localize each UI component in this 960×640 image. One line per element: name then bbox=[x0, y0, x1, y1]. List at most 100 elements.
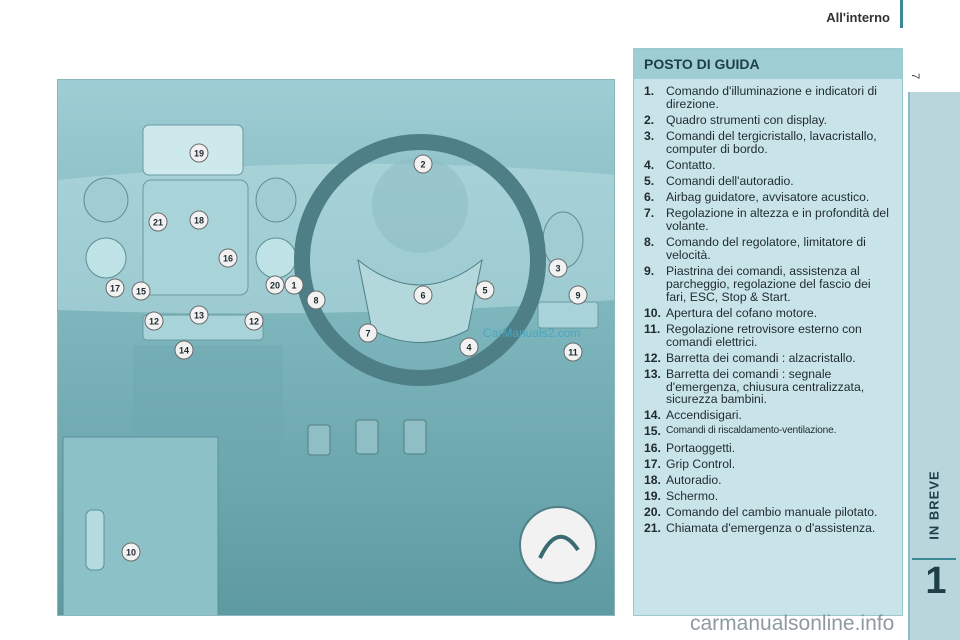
legend-item-number: 14. bbox=[644, 408, 661, 423]
legend-item-text: Comandi del tergicristallo, lavacristall… bbox=[666, 128, 877, 156]
chapter-rule bbox=[912, 558, 956, 560]
callout-circle bbox=[475, 280, 495, 300]
legend-item: 5. Comandi dell'autoradio. bbox=[644, 175, 894, 188]
callout-label: 17 bbox=[110, 284, 120, 294]
callout-label: 14 bbox=[179, 346, 189, 356]
callout-label: 2 bbox=[420, 160, 425, 170]
legend-item-number: 6. bbox=[644, 190, 655, 205]
legend-item-number: 4. bbox=[644, 157, 655, 172]
legend-item-text: Barretta dei comandi : segnale d'emergen… bbox=[666, 366, 865, 407]
callout-label: 11 bbox=[568, 348, 578, 358]
legend-item-text: Grip Control. bbox=[666, 456, 736, 471]
left-air-vent bbox=[83, 177, 129, 223]
legend-item-number: 1. bbox=[644, 84, 655, 98]
right-center-vent bbox=[255, 177, 297, 223]
legend-item: 11.Regolazione retrovisore esterno con c… bbox=[644, 321, 894, 349]
callout-circle bbox=[413, 154, 433, 174]
callout-label: 6 bbox=[420, 291, 425, 301]
callout-circle bbox=[189, 305, 209, 325]
callout-marker: 6 bbox=[413, 285, 433, 305]
legend-item: 13.Barretta dei comandi : segnale d'emer… bbox=[644, 366, 894, 407]
legend-item-number: 21. bbox=[644, 521, 661, 536]
right-climate-knob bbox=[255, 237, 297, 279]
callout-label: 21 bbox=[153, 218, 163, 228]
legend-item-number: 18. bbox=[644, 472, 661, 487]
callout-circle bbox=[189, 210, 209, 230]
pedal bbox=[355, 419, 379, 455]
legend-item-text: Comando del cambio manuale pilotato. bbox=[666, 504, 878, 519]
right-air-vent bbox=[542, 211, 584, 269]
callout-circle bbox=[265, 275, 285, 295]
header-title: All'interno bbox=[826, 10, 890, 25]
callout-label: 10 bbox=[126, 548, 136, 558]
section-label-text: IN BREVE bbox=[926, 470, 942, 540]
legend-item-number: 9. bbox=[644, 263, 655, 278]
legend-item-text: Airbag guidatore, avvisatore acustico. bbox=[666, 190, 870, 205]
callout-marker: 17 bbox=[105, 278, 125, 298]
pedal bbox=[403, 419, 427, 455]
hood-release-handle bbox=[85, 509, 105, 571]
watermark-footer: carmanualsonline.info bbox=[690, 612, 895, 635]
callout-label: 16 bbox=[223, 254, 233, 264]
callout-circle bbox=[244, 311, 264, 331]
callout-marker: 13 bbox=[189, 305, 209, 325]
callout-circle bbox=[358, 323, 378, 343]
callout-marker: 5 bbox=[475, 280, 495, 300]
legend-item-text: Portaoggetti. bbox=[666, 440, 736, 455]
legend-item-text: Chiamata d'emergenza o d'assistenza. bbox=[666, 521, 876, 536]
legend-item: 17. Grip Control. bbox=[644, 456, 894, 471]
legend-list: 1.Comando d'illuminazione e indicatori d… bbox=[634, 79, 902, 535]
panel-title: POSTO DI GUIDA bbox=[634, 49, 902, 79]
callout-marker: 19 bbox=[189, 143, 209, 163]
callout-marker: 2 bbox=[413, 154, 433, 174]
legend-item: 7. Regolazione in altezza e in profondità… bbox=[644, 207, 894, 233]
callout-circle bbox=[306, 290, 326, 310]
legend-item: 2.Quadro strumenti con display. bbox=[644, 114, 894, 127]
callout-circle bbox=[218, 248, 238, 268]
callout-circle bbox=[121, 542, 141, 562]
legend-item-text: Schermo. bbox=[666, 488, 719, 503]
legend-item: 12.Barretta dei comandi : alzacristallo. bbox=[644, 350, 894, 365]
legend-item-text: Comandi dell'autoradio. bbox=[666, 173, 794, 188]
callout-marker: 4 bbox=[459, 337, 479, 357]
callout-label: 15 bbox=[136, 287, 146, 297]
legend-panel: POSTO DI GUIDA 1.Comando d'illuminazione… bbox=[633, 48, 903, 616]
instrument-cluster bbox=[372, 157, 468, 253]
legend-item-number: 10. bbox=[644, 305, 661, 320]
callout-circle bbox=[148, 212, 168, 232]
legend-item-number: 17. bbox=[644, 456, 661, 471]
callout-marker: 3 bbox=[548, 258, 568, 278]
chapter-number: 1 bbox=[925, 560, 947, 602]
legend-item: 9.Piastrina dei comandi, assistenza al p… bbox=[644, 263, 894, 303]
callout-marker: 18 bbox=[189, 210, 209, 230]
steering-wheel bbox=[294, 134, 546, 386]
legend-item-text: Autoradio. bbox=[666, 472, 722, 487]
callout-circle bbox=[284, 275, 304, 295]
legend-item: 14.Accendisigari. bbox=[644, 409, 894, 422]
legend-item-text: Regolazione in altezza e in profondità d… bbox=[666, 206, 889, 233]
callout-label: 20 bbox=[270, 281, 280, 291]
legend-item: 21. Chiamata d'emergenza o d'assistenza. bbox=[644, 522, 894, 535]
grip-control-icon-glyph bbox=[538, 534, 580, 559]
legend-item: 10.Apertura del cofano motore. bbox=[644, 305, 894, 320]
callout-circle bbox=[144, 311, 164, 331]
callout-label: 12 bbox=[249, 317, 259, 327]
callout-marker: 12 bbox=[144, 311, 164, 331]
page-number: 7 bbox=[909, 72, 922, 80]
callout-label: 1 bbox=[291, 281, 296, 291]
callout-label: 19 bbox=[194, 149, 204, 159]
side-tab bbox=[908, 92, 960, 640]
legend-item-number: 7. bbox=[644, 206, 655, 221]
legend-item: 18. Autoradio. bbox=[644, 472, 894, 487]
legend-item-text: Regolazione retrovisore esterno con coma… bbox=[666, 321, 862, 349]
callout-marker: 1 bbox=[284, 275, 304, 295]
callout-circle bbox=[568, 285, 588, 305]
legend-item: 3.Comandi del tergicristallo, lavacrista… bbox=[644, 130, 894, 156]
callout-marker: 12 bbox=[244, 311, 264, 331]
legend-item-text: Barretta dei comandi : alzacristallo. bbox=[666, 350, 856, 365]
callout-marker: 9 bbox=[568, 285, 588, 305]
legend-item-number: 5. bbox=[644, 173, 655, 188]
watermark-small: CarManuals2.com bbox=[483, 326, 581, 340]
callout-label: 12 bbox=[149, 317, 159, 327]
